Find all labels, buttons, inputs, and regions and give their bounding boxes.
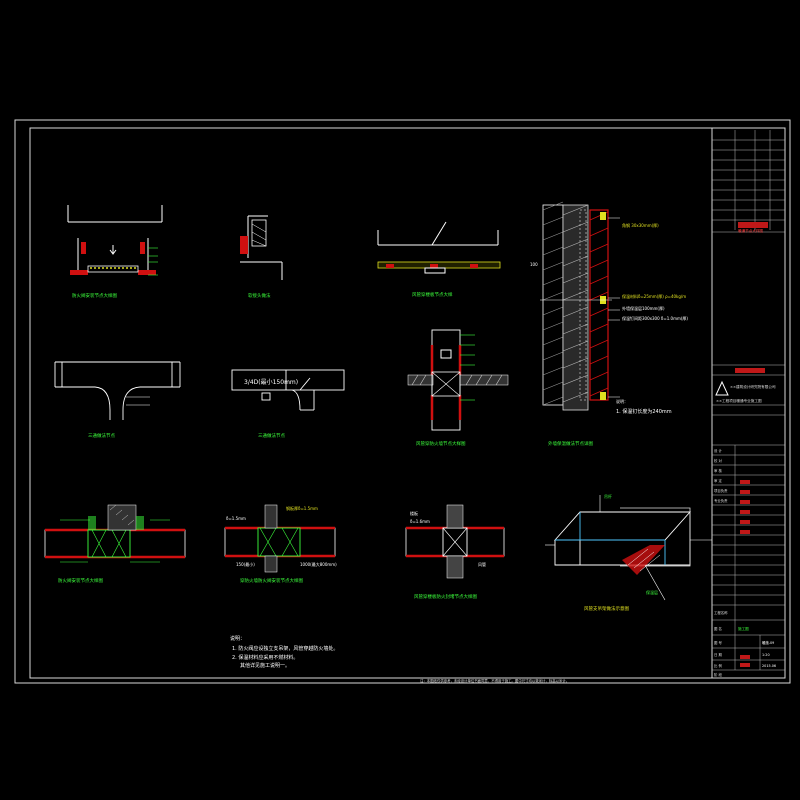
wall-callout-2: 保温材料δ=25mm(厚) ρ=40kg/m [622,293,686,299]
svg-text:专业负责: 专业负责 [714,498,728,503]
notes-line-3: 其他详见施工说明一。 [240,662,290,669]
sheet-number: 暖施-09 [762,640,774,645]
wall-note-heading: 说明： [616,398,628,404]
title-block: ××建筑设计研究院有限公司 ××工程项目暖通专业施工图 暖通节点大样图 施工图 … [711,128,785,678]
sheet-name: 暖通节点大样图 [738,228,764,233]
svg-text:图 名: 图 名 [714,626,722,631]
fd-callout-5: 150(最小) [236,561,255,567]
floor-callout-2: δ=1.6mm [410,519,430,524]
fd-callout-4: 1000(最大800mm) [300,561,337,567]
notes-line-2: 2. 保温材料应采用不燃材料。 [232,654,298,661]
notes-heading: 说明： [230,635,245,642]
svg-text:设 计: 设 计 [714,448,722,453]
sheet-bottom-note: 注：本图纸仅供参考，未经设计单位书面同意，不得用于施工。图中尺寸均以毫米计，标高… [420,678,569,683]
detail-7-title: 风管穿防火墙节点大样图 [416,440,466,447]
company-logo-icon [715,380,729,396]
company-name: ××建筑设计研究院有限公司 [730,384,776,389]
detail-4-title: 外墙保温做法节点详图 [548,440,593,447]
title-block-row-labels: 设 计 校 对 审 核 审 定 项目负责 专业负责 工程名称 图 名 图 号 日… [714,448,728,677]
svg-text:比 例: 比 例 [714,663,722,668]
detail-2-title: 软接头做法 [248,292,271,299]
svg-text:工程名称: 工程名称 [714,610,728,615]
floor-callout-3: 风管 [478,561,486,567]
detail-flexible-joint: 软接头做法 [240,215,283,299]
detail-fire-damper-1: 防火阀安装节点大样图 [44,504,186,584]
svg-text:校 对: 校 对 [714,458,722,463]
floor-callout-1: 楼板 [410,510,418,516]
detail-1-title: 防火阀安装节点大样图 [72,292,117,299]
date: 2015.06 [762,664,776,668]
detail-3-title: 风管穿楼板节点大样 [412,291,453,298]
detail-8-title: 防火阀安装节点大样图 [58,577,103,584]
scale: 1:20 [762,653,770,657]
fd-callout-1: 钢板厚δ=1.5mm [286,505,318,511]
detail-fire-damper-2: 钢板厚δ=1.5mm δ=1.5mm 1000(最大800mm) 150(最小)… [224,504,337,584]
wall-dim: 100 [530,262,538,267]
wall-callout-4: 保温钉间距300x300 δ=1.0mm(厚) [622,315,688,321]
svg-text:阶 段: 阶 段 [714,672,722,677]
outer-border [14,119,791,684]
hanger-callout: 吊杆 [604,493,612,499]
general-notes: 说明： 1. 防火阀应设独立支吊架，风管穿越防火墙处。 2. 保温材料应采用不燃… [230,635,338,669]
svg-text:日 期: 日 期 [714,652,722,657]
detail-duct-through-slab: 风管穿楼板节点大样 [377,221,501,298]
stage: 施工图 [738,626,749,631]
detail-fire-damper-ceiling: 防火阀安装节点大样图 [67,205,163,299]
inner-border [29,127,786,679]
detail-wall-insulation: 角钢 30x30mm(厚) 保温材料δ=25mm(厚) ρ=40kg/m 外墙保… [530,201,688,447]
insulation-callout: 保温层 [646,589,658,595]
svg-text:审 核: 审 核 [714,468,722,473]
wall-callout-1: 角钢 30x30mm(厚) [622,222,659,228]
detail-5-title: 三通做法节点 [88,432,115,439]
detail-duct-through-firewall: 风管穿防火墙节点大样图 [407,329,509,447]
notes-line-1: 1. 防火阀应设独立支吊架，风管穿越防火墙处。 [232,645,338,652]
project-name: ××工程项目暖通专业施工图 [716,398,762,403]
svg-text:审 定: 审 定 [714,478,722,483]
svg-text:项目负责: 项目负责 [714,488,728,493]
detail-10-title: 风管穿楼板防火封堵节点大样图 [414,593,477,600]
wall-callout-3: 外墙保温层100mm(厚) [622,305,665,311]
detail-tee-2: 3/4D(最小150mm) 三通做法节点 [231,369,345,439]
fd-callout-2: δ=1.5mm [226,516,246,521]
detail-tee-1: 三通做法节点 [54,361,181,439]
wall-note: 1. 保温钉长度为240mm [616,408,672,415]
svg-text:图 号: 图 号 [714,640,722,645]
detail-firestop-slab: 楼板 δ=1.6mm 风管 风管穿楼板防火封堵节点大样图 [405,504,505,600]
detail-duct-hanger-iso: 吊杆 保温层 风管支吊架做法示意图 [545,493,712,612]
detail-9-title: 穿防火墙防火阀安装节点大样图 [240,577,303,584]
detail-11-title: 风管支吊架做法示意图 [584,605,629,612]
tee-dimension: 3/4D(最小150mm) [244,378,298,386]
detail-6-title: 三通做法节点 [258,432,285,439]
